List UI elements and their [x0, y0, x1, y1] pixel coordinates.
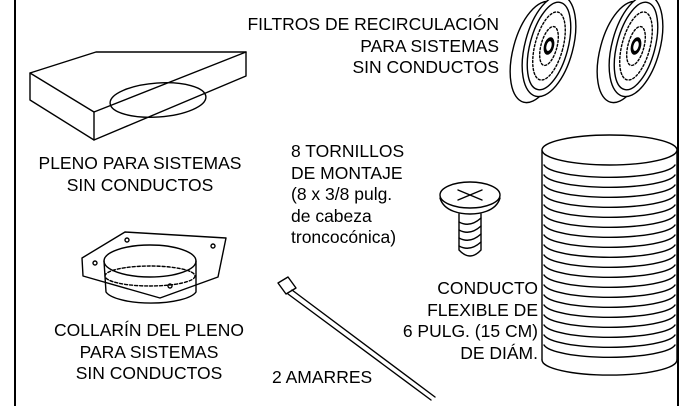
collar-label-line: SIN CONDUCTOS — [75, 363, 223, 383]
cable-tie-drawing — [277, 276, 436, 401]
frame-right-border — [677, 0, 679, 406]
collar-label-line: PARA SISTEMAS — [79, 341, 219, 362]
plenum-label-line: SIN CONDUCTOS — [66, 174, 214, 195]
filters-label-line: PARA SISTEMAS — [360, 35, 499, 56]
screws-label-line: DE MONTAJE — [291, 162, 403, 183]
duct-label-line: CONDUCTO — [437, 278, 538, 298]
collar-drawing — [81, 231, 227, 304]
screws-label-line: de cabeza — [291, 205, 372, 226]
duct-label-line: FLEXIBLE DE — [427, 299, 538, 320]
duct-label-line: 6 PULG. (15 CM) — [402, 321, 538, 341]
plenum-label: PLENO PARA SISTEMAS SIN CONDUCTOS — [24, 153, 256, 196]
collar-label: COLLARÍN DEL PLENO PARA SISTEMAS SIN CON… — [30, 320, 268, 385]
screws-label-line: (8 x 3/8 pulg. — [291, 184, 393, 204]
duct-label-line: DE DIÁM. — [460, 342, 538, 363]
screws-label: 8 TORNILLOS DE MONTAJE (8 x 3/8 pulg. de… — [291, 141, 404, 249]
screws-label-line: troncocónica) — [291, 227, 397, 247]
filters-label-line: SIN CONDUCTOS — [352, 57, 500, 77]
filters-label: FILTROS DE RECIRCULACIÓN PARA SISTEMAS S… — [247, 14, 499, 79]
collar-label-line: COLLARÍN DEL PLENO — [54, 320, 244, 340]
screw-drawing — [439, 181, 501, 257]
filter-drawing-2 — [596, 0, 664, 104]
filters-label-line: FILTROS DE RECIRCULACIÓN — [247, 14, 499, 34]
ties-label: 2 AMARRES — [272, 367, 372, 389]
plenum-drawing — [29, 51, 247, 141]
ties-label-line: 2 AMARRES — [272, 367, 373, 387]
filter-drawing-1 — [509, 0, 577, 104]
screws-label-line: 8 TORNILLOS — [291, 141, 405, 161]
frame-left-border — [14, 0, 16, 406]
duct-drawing — [541, 134, 678, 376]
plenum-label-line: PLENO PARA SISTEMAS — [38, 153, 242, 173]
duct-label: CONDUCTO FLEXIBLE DE 6 PULG. (15 CM) DE … — [403, 278, 538, 364]
